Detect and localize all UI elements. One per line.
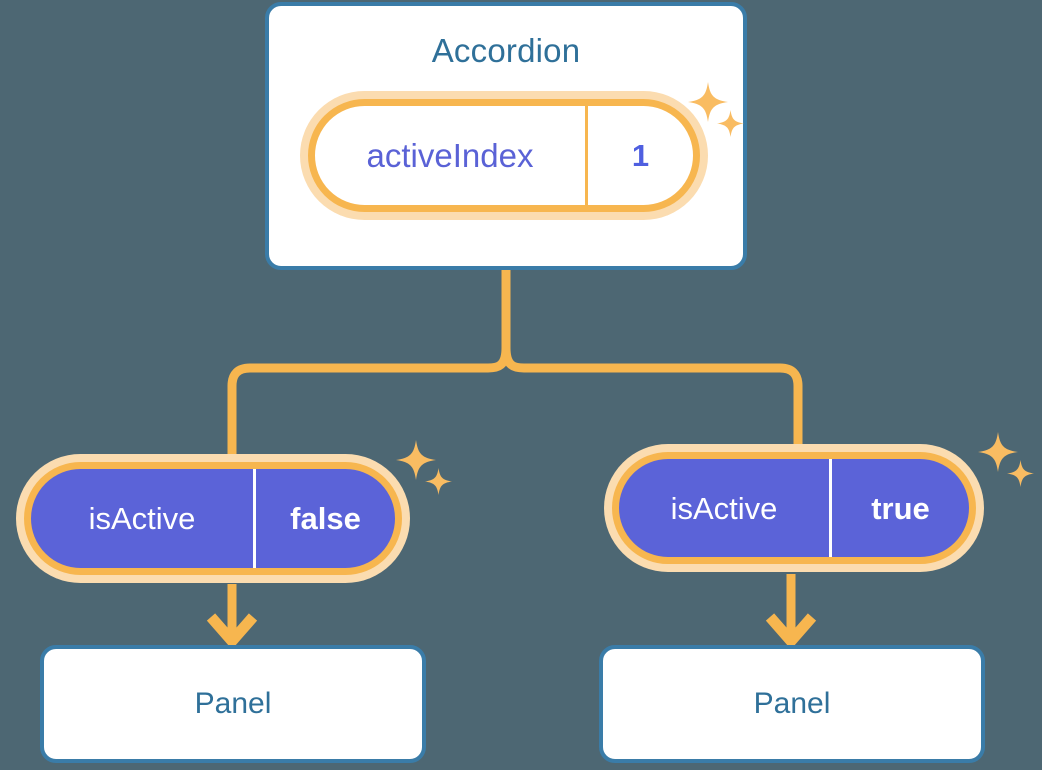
state-pill-is-active-true[interactable]: isActive true [612, 452, 976, 564]
state-pill[interactable]: isActive true [612, 452, 976, 564]
panel-title: Panel [753, 687, 831, 720]
state-pill-is-active-false[interactable]: isActive false [24, 462, 402, 575]
state-pill-active-index[interactable]: activeIndex 1 [308, 99, 700, 212]
panel-component-card-left[interactable]: Panel [40, 645, 426, 763]
connector-branch-left [227, 347, 511, 468]
connector-branch-right [501, 347, 803, 458]
accordion-title: Accordion [431, 32, 581, 69]
state-name: isActive [619, 459, 832, 557]
panel-component-card-right[interactable]: Panel [599, 645, 985, 763]
state-value: false [290, 501, 361, 536]
state-pill[interactable]: activeIndex 1 [308, 99, 700, 212]
state-pill[interactable]: isActive false [24, 462, 402, 575]
state-name: activeIndex [315, 106, 588, 205]
state-value: 1 [631, 138, 650, 173]
arrow-down-icon-left [206, 584, 258, 650]
panel-title: Panel [194, 687, 272, 720]
arrow-down-icon-right [765, 574, 817, 650]
state-name: isActive [31, 469, 256, 568]
state-value: true [871, 490, 930, 526]
